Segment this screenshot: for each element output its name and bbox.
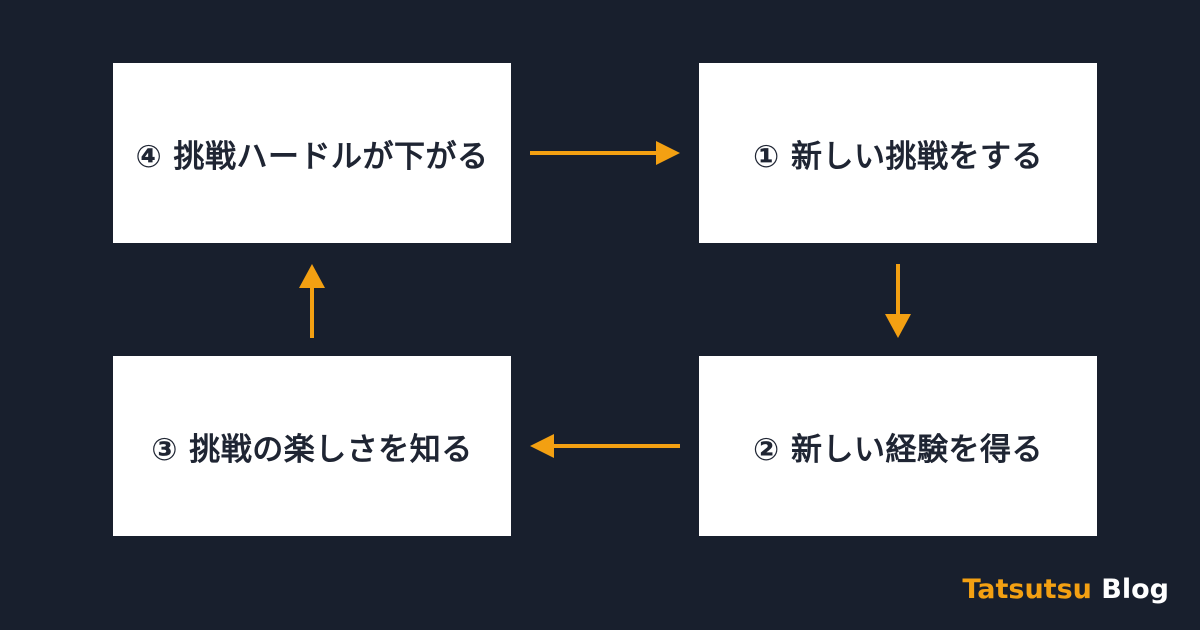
arrow-up-icon xyxy=(299,264,325,338)
brand-name-accent: Tatsutsu xyxy=(962,574,1092,605)
brand-name-rest: Blog xyxy=(1091,574,1169,605)
step-3-label: ③ 挑戦の楽しさを知る xyxy=(151,431,473,468)
step-1-box: ① 新しい挑戦をする xyxy=(699,63,1097,243)
brand-logo: Tatsutsu Blog xyxy=(962,574,1169,605)
step-3-box: ③ 挑戦の楽しさを知る xyxy=(113,356,511,536)
step-2-label: ② 新しい経験を得る xyxy=(752,431,1044,468)
arrow-left-icon xyxy=(530,434,680,458)
arrow-down-icon xyxy=(885,264,911,338)
step-2-box: ② 新しい経験を得る xyxy=(699,356,1097,536)
step-4-box: ④ 挑戦ハードルが下がる xyxy=(113,63,511,243)
step-4-label: ④ 挑戦ハードルが下がる xyxy=(135,138,489,175)
arrow-right-icon xyxy=(530,141,680,165)
step-1-label: ① 新しい挑戦をする xyxy=(752,138,1044,175)
